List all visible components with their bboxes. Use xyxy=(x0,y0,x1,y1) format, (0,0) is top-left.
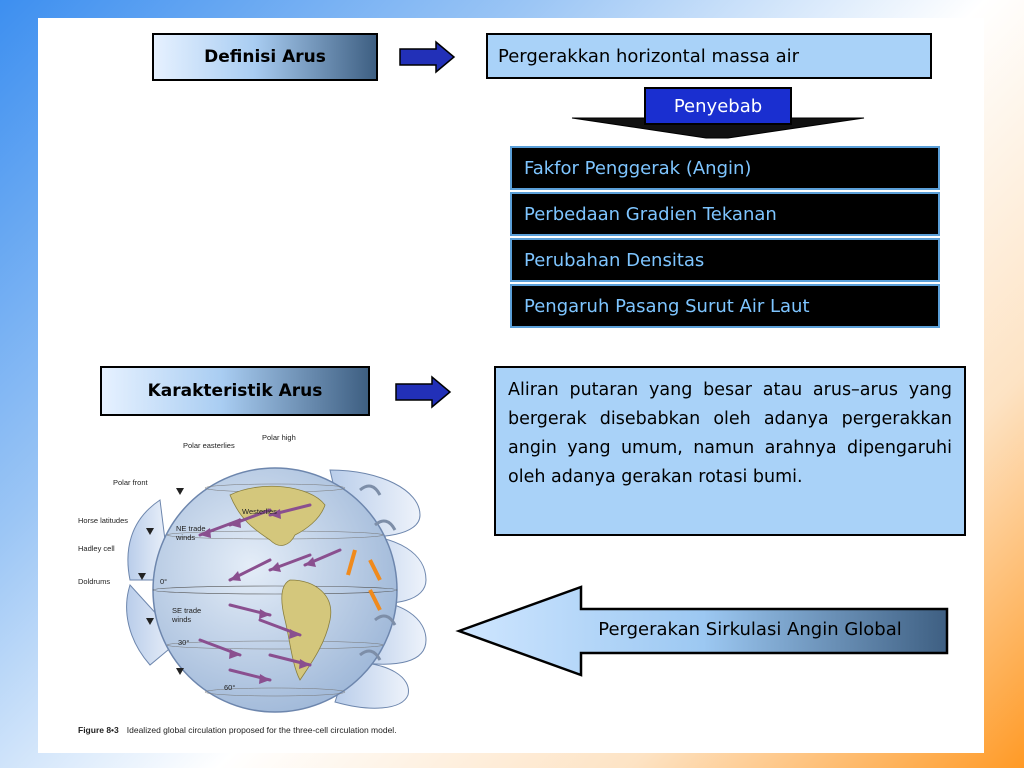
figure-number: Figure 8•3 xyxy=(78,725,119,735)
label-equator: 0° xyxy=(160,577,168,586)
cause-item-label: Perbedaan Gradien Tekanan xyxy=(524,203,777,225)
definisi-text-box: Pergerakkan horizontal massa air xyxy=(486,33,932,79)
label-polar-front: Polar front xyxy=(113,478,148,487)
definisi-text: Pergerakkan horizontal massa air xyxy=(498,45,799,67)
karakteristik-description: Aliran putaran yang besar atau arus–arus… xyxy=(494,366,966,536)
definisi-arus-box: Definisi Arus xyxy=(152,33,378,81)
label-lat30: 30° xyxy=(178,638,190,647)
karakteristik-arus-box: Karakteristik Arus xyxy=(100,366,370,416)
definisi-arus-label: Definisi Arus xyxy=(204,47,326,67)
cause-item-label: Pengaruh Pasang Surut Air Laut xyxy=(524,295,810,317)
penyebab-label: Penyebab xyxy=(644,87,792,125)
cause-item: Perbedaan Gradien Tekanan xyxy=(510,192,940,236)
label-lat60: 60° xyxy=(224,683,236,692)
karakteristik-arus-label: Karakteristik Arus xyxy=(147,381,323,401)
label-ne-trade-winds: NE trade winds xyxy=(176,524,206,542)
label-westerlies: Westerlies xyxy=(242,507,277,516)
cause-item-label: Fakfor Penggerak (Angin) xyxy=(524,157,752,179)
label-polar-high: Polar high xyxy=(262,433,296,442)
global-circulation-label: Pergerakan Sirkulasi Angin Global xyxy=(598,619,902,640)
label-hadley-cell: Hadley cell xyxy=(78,544,115,553)
global-circulation-arrow xyxy=(455,585,949,677)
label-polar-easterlies: Polar easterlies xyxy=(183,441,235,450)
cause-item: Perubahan Densitas xyxy=(510,238,940,282)
global-circulation-globe xyxy=(126,467,427,713)
label-se-trade-winds: SE trade winds xyxy=(172,606,202,624)
cause-item: Pengaruh Pasang Surut Air Laut xyxy=(510,284,940,328)
label-horse-latitudes: Horse latitudes xyxy=(78,516,129,525)
cause-item-label: Perubahan Densitas xyxy=(524,249,705,271)
right-arrow-icon xyxy=(395,375,452,409)
figure-caption: Figure 8•3 Idealized global circulation p… xyxy=(78,725,397,735)
cause-item: Fakfor Penggerak (Angin) xyxy=(510,146,940,190)
label-doldrums: Doldrums xyxy=(78,577,111,586)
right-arrow-icon xyxy=(399,40,456,74)
figure-caption-text: Idealized global circulation proposed fo… xyxy=(126,725,397,735)
